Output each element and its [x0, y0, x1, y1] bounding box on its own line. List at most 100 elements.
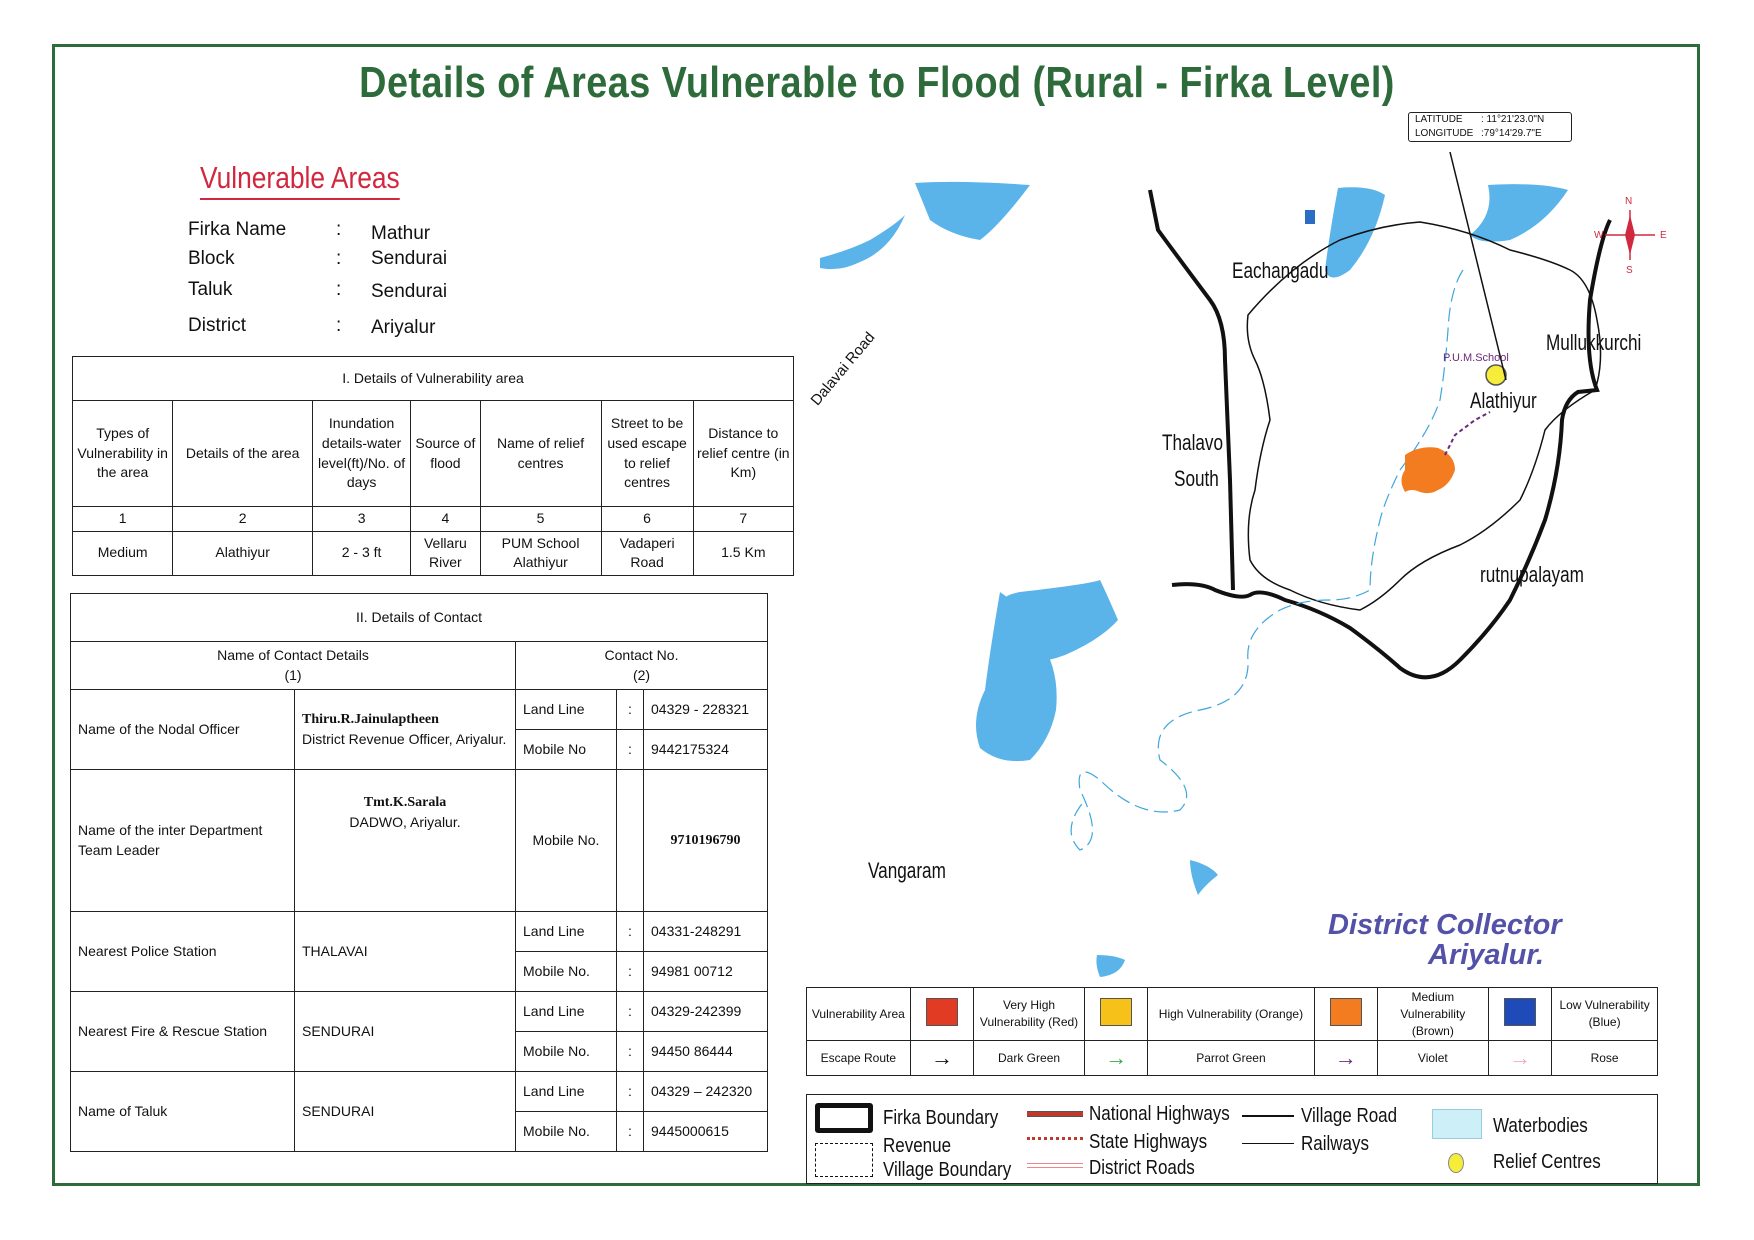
- info-label: District: [188, 315, 247, 336]
- column-number: 6: [600, 506, 694, 532]
- table-row: Medium Alathiyur 2 - 3 ft Vellaru River …: [71, 530, 795, 576]
- place-south: South: [1174, 466, 1219, 491]
- contact-colon: :: [616, 729, 644, 770]
- contact-name: SENDURAI: [294, 991, 516, 1072]
- firka-boundary: [1148, 189, 1235, 591]
- village-boundary: [1246, 221, 1602, 611]
- village-boundary-symbol: [815, 1143, 873, 1177]
- info-colon: :: [336, 219, 342, 240]
- table-cell: Medium: [71, 530, 174, 576]
- column-number: 2: [172, 506, 313, 532]
- contact-colon-empty: [616, 769, 644, 912]
- yellow-swatch: [1100, 997, 1133, 1026]
- table-cell: Vadaperi Road: [600, 530, 694, 576]
- relief-centre: [1485, 364, 1507, 386]
- table-row: Mobile No. : 94981 00712: [71, 951, 768, 992]
- place-mullukkurchi: Mullukkurchi: [1546, 330, 1642, 355]
- compass-e: E: [1660, 230, 1667, 241]
- place-thalavo: Thalavo: [1162, 430, 1224, 455]
- info-colon: :: [336, 315, 342, 336]
- contact-colon: :: [616, 1071, 644, 1112]
- table-row: Nearest Fire & Rescue Station SENDURAI L…: [70, 991, 768, 1072]
- contact-type: Land Line: [515, 911, 617, 952]
- col2-header: Contact No.: [604, 646, 679, 663]
- legend-label: Parrot Green: [1147, 1040, 1315, 1077]
- legend-label: Vulnerability Area: [806, 986, 911, 1042]
- contact-number: 04329 - 228321: [643, 689, 768, 730]
- arrow-icon: →: [1083, 1040, 1149, 1077]
- table-header: Inundation details-water level(ft)/No. o…: [311, 400, 412, 507]
- legend-swatch-cell: [1487, 986, 1553, 1042]
- contact-number: 9442175324: [643, 729, 768, 770]
- contact-type: Land Line: [515, 689, 617, 730]
- location-pointer: [1449, 151, 1507, 381]
- water-body: [1325, 187, 1385, 278]
- legend-swatch-cell: [909, 986, 975, 1042]
- contact-name: SENDURAI: [294, 1071, 516, 1152]
- contact-designation: District Revenue Officer, Ariyalur.: [302, 731, 507, 747]
- table-row: Name of Taluk SENDURAI Land Line : 04329…: [70, 1071, 768, 1152]
- col2-number: (2): [632, 666, 651, 683]
- vulnerable-areas-heading: Vulnerable Areas: [200, 160, 400, 200]
- legend-label: Violet: [1376, 1040, 1489, 1077]
- column-number: 1: [71, 506, 174, 532]
- firka-boundary: [1171, 219, 1612, 680]
- table-row: Mobile No. : 94450 86444: [71, 1031, 768, 1072]
- table-cell: 2 - 3 ft: [311, 530, 412, 576]
- contact-person: Thiru.R.Jainulaptheen: [302, 712, 439, 728]
- table-header: Name of Contact Details (1): [70, 641, 516, 690]
- longitude-label: LONGITUDE: [1415, 128, 1474, 139]
- contact-number: 9445000615: [643, 1111, 768, 1152]
- legend-village-road: Village Road: [1301, 1105, 1398, 1127]
- legend-label: Rose: [1551, 1040, 1658, 1077]
- column-number: 4: [410, 506, 481, 532]
- legend-label: Escape Route: [806, 1040, 911, 1077]
- contact-table: II. Details of Contact Name of Contact D…: [70, 593, 768, 1152]
- longitude-value: :79°14'29.7"E: [1481, 128, 1542, 139]
- arrow-icon: →: [1487, 1040, 1553, 1077]
- legend-relief: Relief Centres: [1493, 1151, 1601, 1173]
- arrow-icon: →: [1313, 1040, 1378, 1077]
- contact-role: Nearest Fire & Rescue Station: [70, 991, 295, 1072]
- table-header: Types of Vulnerability in the area: [71, 400, 174, 507]
- water-body: [1190, 860, 1218, 895]
- table-cell: Alathiyur: [172, 530, 313, 576]
- contact-colon: :: [616, 911, 644, 952]
- column-number: 3: [311, 506, 412, 532]
- vulnerable-area: [1401, 447, 1455, 494]
- compass-n: N: [1625, 196, 1633, 207]
- legend-firka: Firka Boundary: [883, 1107, 999, 1129]
- escape-route: [1444, 411, 1491, 456]
- contact-person: Tmt.K.Sarala: [363, 795, 447, 810]
- district-collector-stamp: District Collector Ariyalur.: [1328, 910, 1562, 970]
- contact-role: Nearest Police Station: [70, 911, 295, 992]
- legend-revenue: Revenue: [883, 1135, 952, 1157]
- contact-name: Tmt.K.Sarala DADWO, Ariyalur.: [294, 769, 516, 912]
- table-cell: 1.5 Km: [692, 530, 795, 576]
- contact-colon: :: [616, 951, 644, 992]
- legend-waterbodies: Waterbodies: [1493, 1115, 1588, 1137]
- table-header: Details of the area: [172, 400, 313, 507]
- state-highway-symbol: [1027, 1137, 1083, 1144]
- contact-role: Name of Taluk: [70, 1071, 295, 1152]
- legend-sh: State Highways: [1089, 1131, 1208, 1153]
- place-alathiyur: Alathiyur: [1470, 388, 1537, 413]
- column-number: 5: [479, 506, 602, 532]
- legend-railways: Railways: [1301, 1133, 1370, 1155]
- legend-nh: National Highways: [1089, 1103, 1230, 1125]
- national-highway-symbol: [1027, 1111, 1083, 1117]
- firka-boundary-symbol: [815, 1103, 873, 1133]
- contact-type: Mobile No: [515, 729, 617, 770]
- info-colon: :: [336, 248, 342, 269]
- contact-type: Mobile No.: [515, 1111, 617, 1152]
- contact-number: 04329-242399: [643, 991, 768, 1032]
- legend-dr: District Roads: [1089, 1157, 1195, 1179]
- contact-name: THALAVAI: [294, 911, 516, 992]
- building-icon: [1305, 210, 1315, 224]
- compass-w: W: [1594, 230, 1604, 241]
- contact-colon: :: [616, 991, 644, 1032]
- col1-number: (1): [284, 666, 302, 683]
- contact-number: 94981 00712: [643, 951, 768, 992]
- contact-type: Mobile No.: [515, 1031, 617, 1072]
- latitude-label: LATITUDE: [1415, 114, 1463, 125]
